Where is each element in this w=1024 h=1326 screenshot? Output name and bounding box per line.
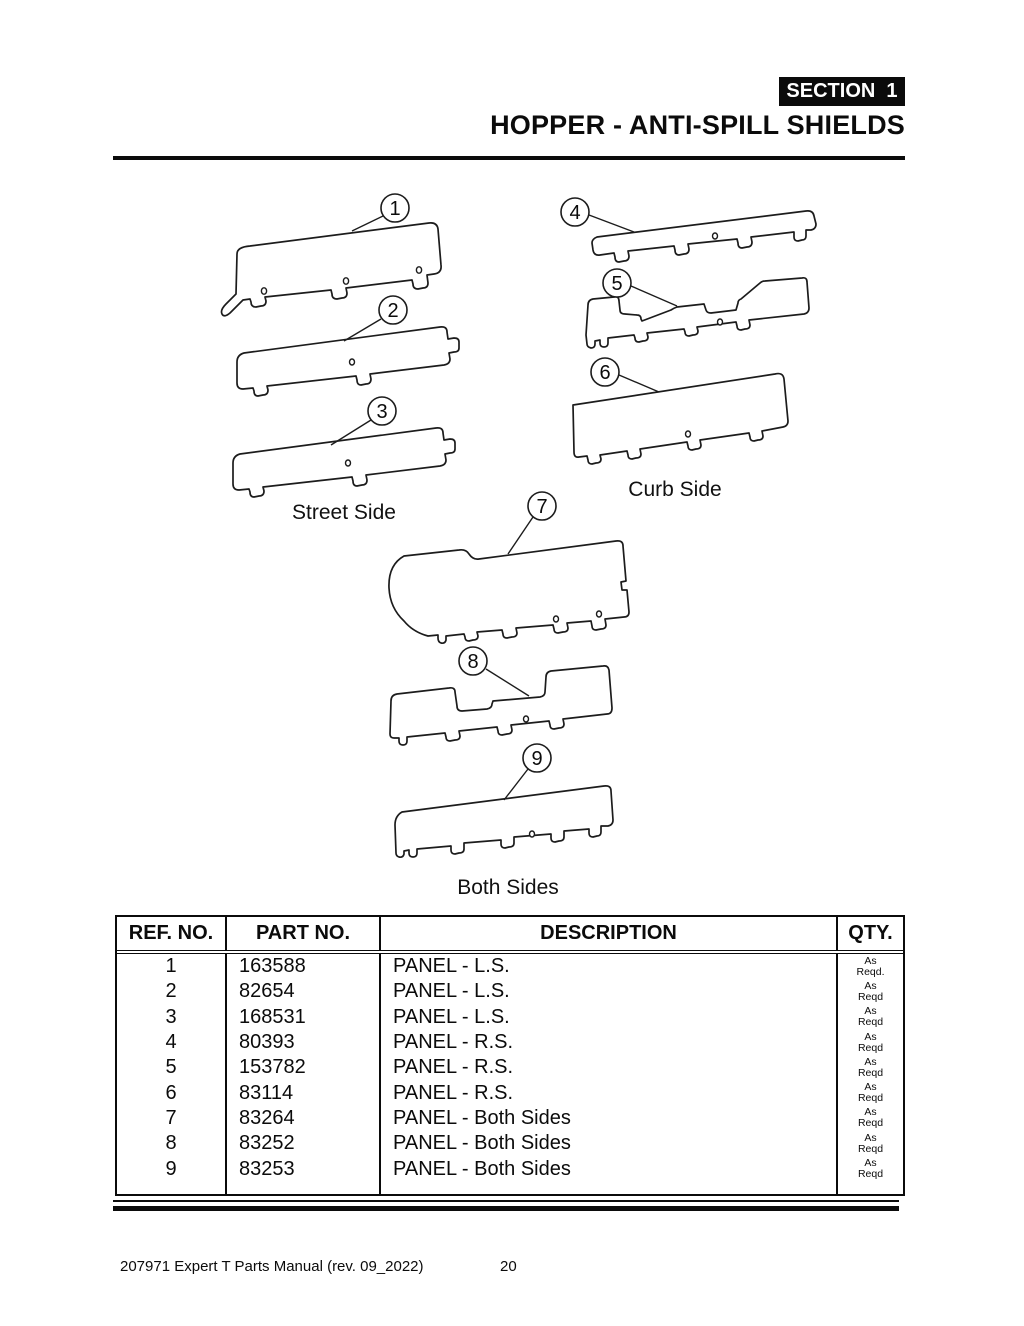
table-cell-part: 163588 bbox=[239, 955, 306, 978]
table-cell-desc: PANEL - R.S. bbox=[393, 1081, 514, 1104]
table-cell-part: 82654 bbox=[239, 980, 295, 1003]
callout-2-number: 2 bbox=[387, 300, 398, 322]
callout-6: 6 bbox=[590, 357, 620, 387]
header-qty: QTY. bbox=[848, 922, 893, 944]
panel-4-drawing bbox=[591, 210, 817, 263]
panel-6-drawing bbox=[572, 372, 789, 465]
table-cell-desc: PANEL - R.S. bbox=[393, 1056, 514, 1079]
table-cell-part: 83252 bbox=[239, 1132, 295, 1155]
table-cell-part: 153782 bbox=[239, 1056, 306, 1079]
callout-3: 3 bbox=[367, 396, 397, 426]
curb-side-label: Curb Side bbox=[628, 478, 722, 501]
table-cell-desc: PANEL - R.S. bbox=[393, 1031, 514, 1054]
footer-page-number: 20 bbox=[500, 1258, 517, 1275]
table-cell-ref: 5 bbox=[165, 1056, 177, 1079]
table-cell-qty: As Reqd bbox=[857, 1106, 884, 1130]
callout-leader-lines bbox=[330, 214, 678, 801]
panel-7-drawing bbox=[388, 540, 630, 645]
header-ref-no: REF. NO. bbox=[117, 917, 227, 950]
title-rule bbox=[113, 156, 905, 160]
callout-6-number: 6 bbox=[599, 362, 610, 384]
street-side-label: Street Side bbox=[292, 501, 396, 524]
table-cell-desc: PANEL - Both Sides bbox=[393, 1132, 571, 1155]
table-cell-qty: As Reqd. bbox=[856, 954, 885, 978]
callout-4: 4 bbox=[560, 197, 590, 227]
table-cell-ref: 2 bbox=[165, 980, 177, 1003]
table-cell-desc: PANEL - L.S. bbox=[393, 955, 510, 978]
parts-table: REF. NO. PART NO. DESCRIPTION QTY. 1 2 3… bbox=[115, 915, 905, 1196]
callout-4-number: 4 bbox=[569, 202, 580, 224]
table-cell-ref: 7 bbox=[165, 1106, 177, 1129]
panel-3-drawing bbox=[232, 427, 456, 498]
table-cell-qty: As Reqd bbox=[857, 1081, 884, 1105]
panel-2-drawing bbox=[236, 326, 460, 397]
both-sides-label: Both Sides bbox=[457, 876, 559, 899]
callout-5-number: 5 bbox=[611, 273, 622, 295]
description-column: PANEL - L.S. PANEL - L.S. PANEL - L.S. P… bbox=[381, 954, 838, 1194]
table-cell-qty: As Reqd bbox=[857, 1157, 884, 1181]
callout-9-number: 9 bbox=[531, 748, 542, 770]
table-cell-qty: As Reqd bbox=[857, 1005, 884, 1029]
callout-1-number: 1 bbox=[389, 198, 400, 220]
table-cell-part: 80393 bbox=[239, 1031, 295, 1054]
table-cell-part: 168531 bbox=[239, 1005, 306, 1028]
footer-manual-reference: 207971 Expert T Parts Manual (rev. 09_20… bbox=[120, 1258, 424, 1275]
callout-7-number: 7 bbox=[536, 496, 547, 518]
callout-1: 1 bbox=[380, 193, 410, 223]
callout-5: 5 bbox=[602, 268, 632, 298]
parts-table-body: 1 2 3 4 5 6 7 8 9 163588 82654 168531 80… bbox=[117, 954, 903, 1194]
callout-7: 7 bbox=[527, 491, 557, 521]
table-cell-ref: 1 bbox=[165, 955, 177, 978]
table-cell-ref: 4 bbox=[165, 1031, 177, 1054]
table-cell-desc: PANEL - L.S. bbox=[393, 1005, 510, 1028]
table-cell-ref: 8 bbox=[165, 1132, 177, 1155]
table-cell-ref: 9 bbox=[165, 1157, 177, 1180]
callout-2: 2 bbox=[378, 295, 408, 325]
table-cell-part: 83264 bbox=[239, 1106, 295, 1129]
table-cell-qty: As Reqd bbox=[857, 1055, 884, 1079]
part-no-column: 163588 82654 168531 80393 153782 83114 8… bbox=[227, 954, 381, 1194]
callout-8: 8 bbox=[458, 646, 488, 676]
table-cell-desc: PANEL - L.S. bbox=[393, 980, 510, 1003]
table-cell-qty: As Reqd bbox=[857, 1030, 884, 1054]
table-cell-ref: 6 bbox=[165, 1081, 177, 1104]
panel-5-drawing bbox=[585, 276, 810, 349]
panel-9-drawing bbox=[394, 785, 614, 859]
header-part-no: PART NO. bbox=[227, 917, 381, 950]
table-cell-qty: As Reqd bbox=[857, 979, 884, 1003]
table-cell-part: 83253 bbox=[239, 1157, 295, 1180]
page-title: HOPPER - ANTI-SPILL SHIELDS bbox=[490, 110, 905, 140]
panel-1-drawing bbox=[220, 222, 442, 317]
bottom-double-rule bbox=[113, 1200, 899, 1211]
callout-3-number: 3 bbox=[376, 401, 387, 423]
callout-8-number: 8 bbox=[467, 651, 478, 673]
panel-8-drawing bbox=[389, 664, 613, 746]
table-cell-qty: As Reqd bbox=[857, 1131, 884, 1155]
table-cell-ref: 3 bbox=[165, 1005, 177, 1028]
table-cell-desc: PANEL - Both Sides bbox=[393, 1157, 571, 1180]
qty-column: As Reqd. As Reqd As Reqd As Reqd As Reqd… bbox=[838, 954, 903, 1194]
section-badge: SECTION 1 bbox=[779, 77, 905, 106]
ref-no-column: 1 2 3 4 5 6 7 8 9 bbox=[117, 954, 227, 1194]
callout-9: 9 bbox=[522, 743, 552, 773]
parts-table-header: REF. NO. PART NO. DESCRIPTION QTY. bbox=[117, 917, 903, 954]
header-description: DESCRIPTION bbox=[381, 917, 838, 950]
table-cell-desc: PANEL - Both Sides bbox=[393, 1106, 571, 1129]
table-cell-part: 83114 bbox=[239, 1081, 294, 1104]
